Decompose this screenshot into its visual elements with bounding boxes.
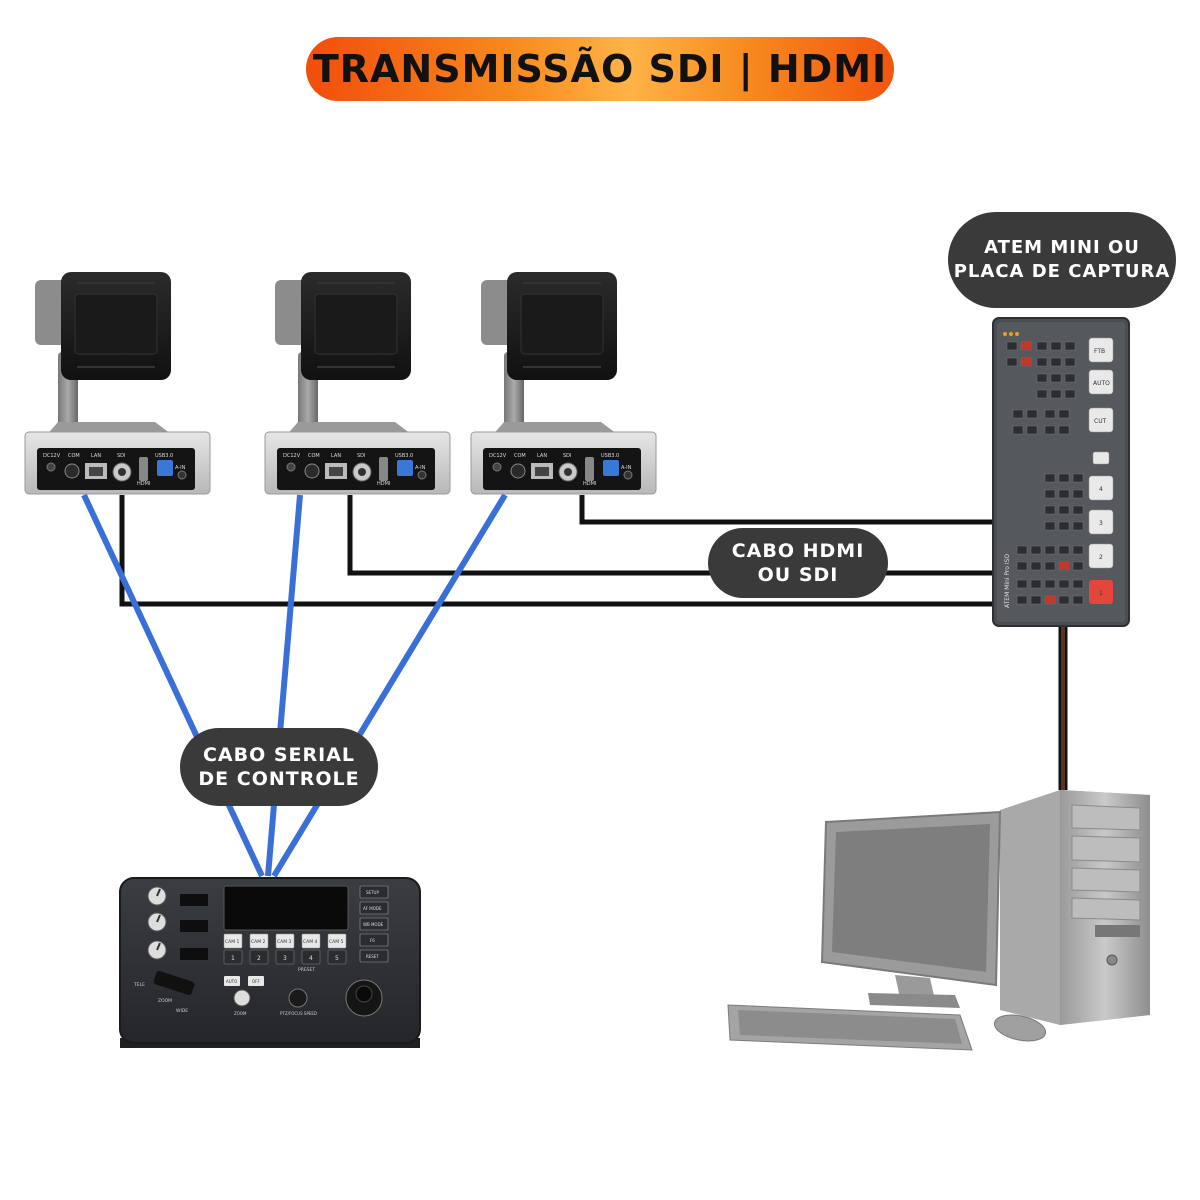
svg-text:SDI: SDI [117, 453, 126, 459]
ptz-camera-2 [265, 272, 450, 494]
svg-text:LAN: LAN [91, 453, 101, 459]
small-btn-auto: AUTO [226, 979, 237, 984]
video-cable-cam3 [582, 495, 995, 522]
side-btn-reset: RESET [366, 954, 379, 959]
cam-btn-2: CAM 2 [251, 939, 266, 945]
ptz-camera-1: DC12V COM LAN SDI HDMI USB3.0 A-IN [25, 272, 210, 494]
serial-cable-cam1 [84, 495, 262, 876]
serial-label-text: CABO SERIAL DE CONTROLE [198, 743, 359, 791]
switcher-btn-2: 2 [1099, 554, 1103, 561]
svg-text:DC12V: DC12V [43, 453, 61, 459]
serial-cables [84, 495, 505, 876]
switcher-brand: ATEM Mini Pro ISO [1004, 554, 1011, 608]
svg-text:HDMI: HDMI [137, 481, 150, 487]
lever-label-tele: TELE [133, 982, 145, 988]
cam-btn-5: CAM 5 [329, 939, 344, 945]
switcher-btn-4: 4 [1099, 486, 1103, 493]
preset-btn-1: 1 [231, 955, 235, 962]
lever-label-zoom: ZOOM [158, 998, 172, 1004]
hdmi-sdi-label: CABO HDMI OU SDI [708, 528, 888, 598]
preset-btn-3: 3 [283, 955, 287, 962]
ptz-controller: CAM 1 CAM 2 CAM 3 CAM 4 CAM 5 1 2 3 4 5 … [120, 878, 420, 1048]
serial-cable-cam2 [268, 495, 300, 876]
cam-btn-4: CAM 4 [303, 939, 318, 945]
switcher-btn-1: 1 [1099, 590, 1103, 597]
lever-label-wide: WIDE [176, 1008, 188, 1014]
desktop-computer [728, 790, 1150, 1050]
preset-label: PRESET [298, 967, 315, 973]
video-cable-cam2 [350, 495, 995, 573]
switcher-btn-ftb: FTB [1094, 348, 1105, 355]
atem-label-text: ATEM MINI OU PLACA DE CAPTURA [954, 236, 1171, 284]
cam-btn-1: CAM 1 [225, 939, 240, 945]
svg-text:COM: COM [68, 453, 80, 459]
svg-text:A-IN: A-IN [175, 465, 186, 471]
switcher-btn-3: 3 [1099, 520, 1103, 527]
serial-label: CABO SERIAL DE CONTROLE [180, 728, 378, 806]
switcher-btn-cut: CUT [1094, 418, 1107, 425]
svg-text:USB3.0: USB3.0 [155, 453, 173, 459]
preset-btn-2: 2 [257, 955, 261, 962]
ptz-camera-3 [471, 272, 656, 494]
cam-btn-3: CAM 3 [277, 939, 292, 945]
side-btn-wb-mode: WB MODE [363, 922, 384, 927]
preset-btn-5: 5 [335, 955, 339, 962]
knob-label-zoom: ZOOM [234, 1011, 247, 1016]
switcher-btn-auto: AUTO [1093, 380, 1110, 387]
hdmi-sdi-label-text: CABO HDMI OU SDI [732, 539, 865, 587]
preset-btn-4: 4 [309, 955, 313, 962]
knob-label-speed: PTZ/FOCUS SPEED [280, 1011, 317, 1016]
side-btn-af-mode: AF MODE [363, 906, 382, 911]
side-btn-setup: SETUP [366, 890, 379, 895]
atem-label: ATEM MINI OU PLACA DE CAPTURA [948, 212, 1176, 308]
side-btn-f6: F6 [370, 938, 375, 943]
serial-cable-cam3 [274, 495, 505, 876]
small-btn-off: OFF [252, 979, 260, 984]
atem-switcher: FTB AUTO CUT 4 3 2 1 ATEM Mini Pro ISO [993, 318, 1129, 626]
